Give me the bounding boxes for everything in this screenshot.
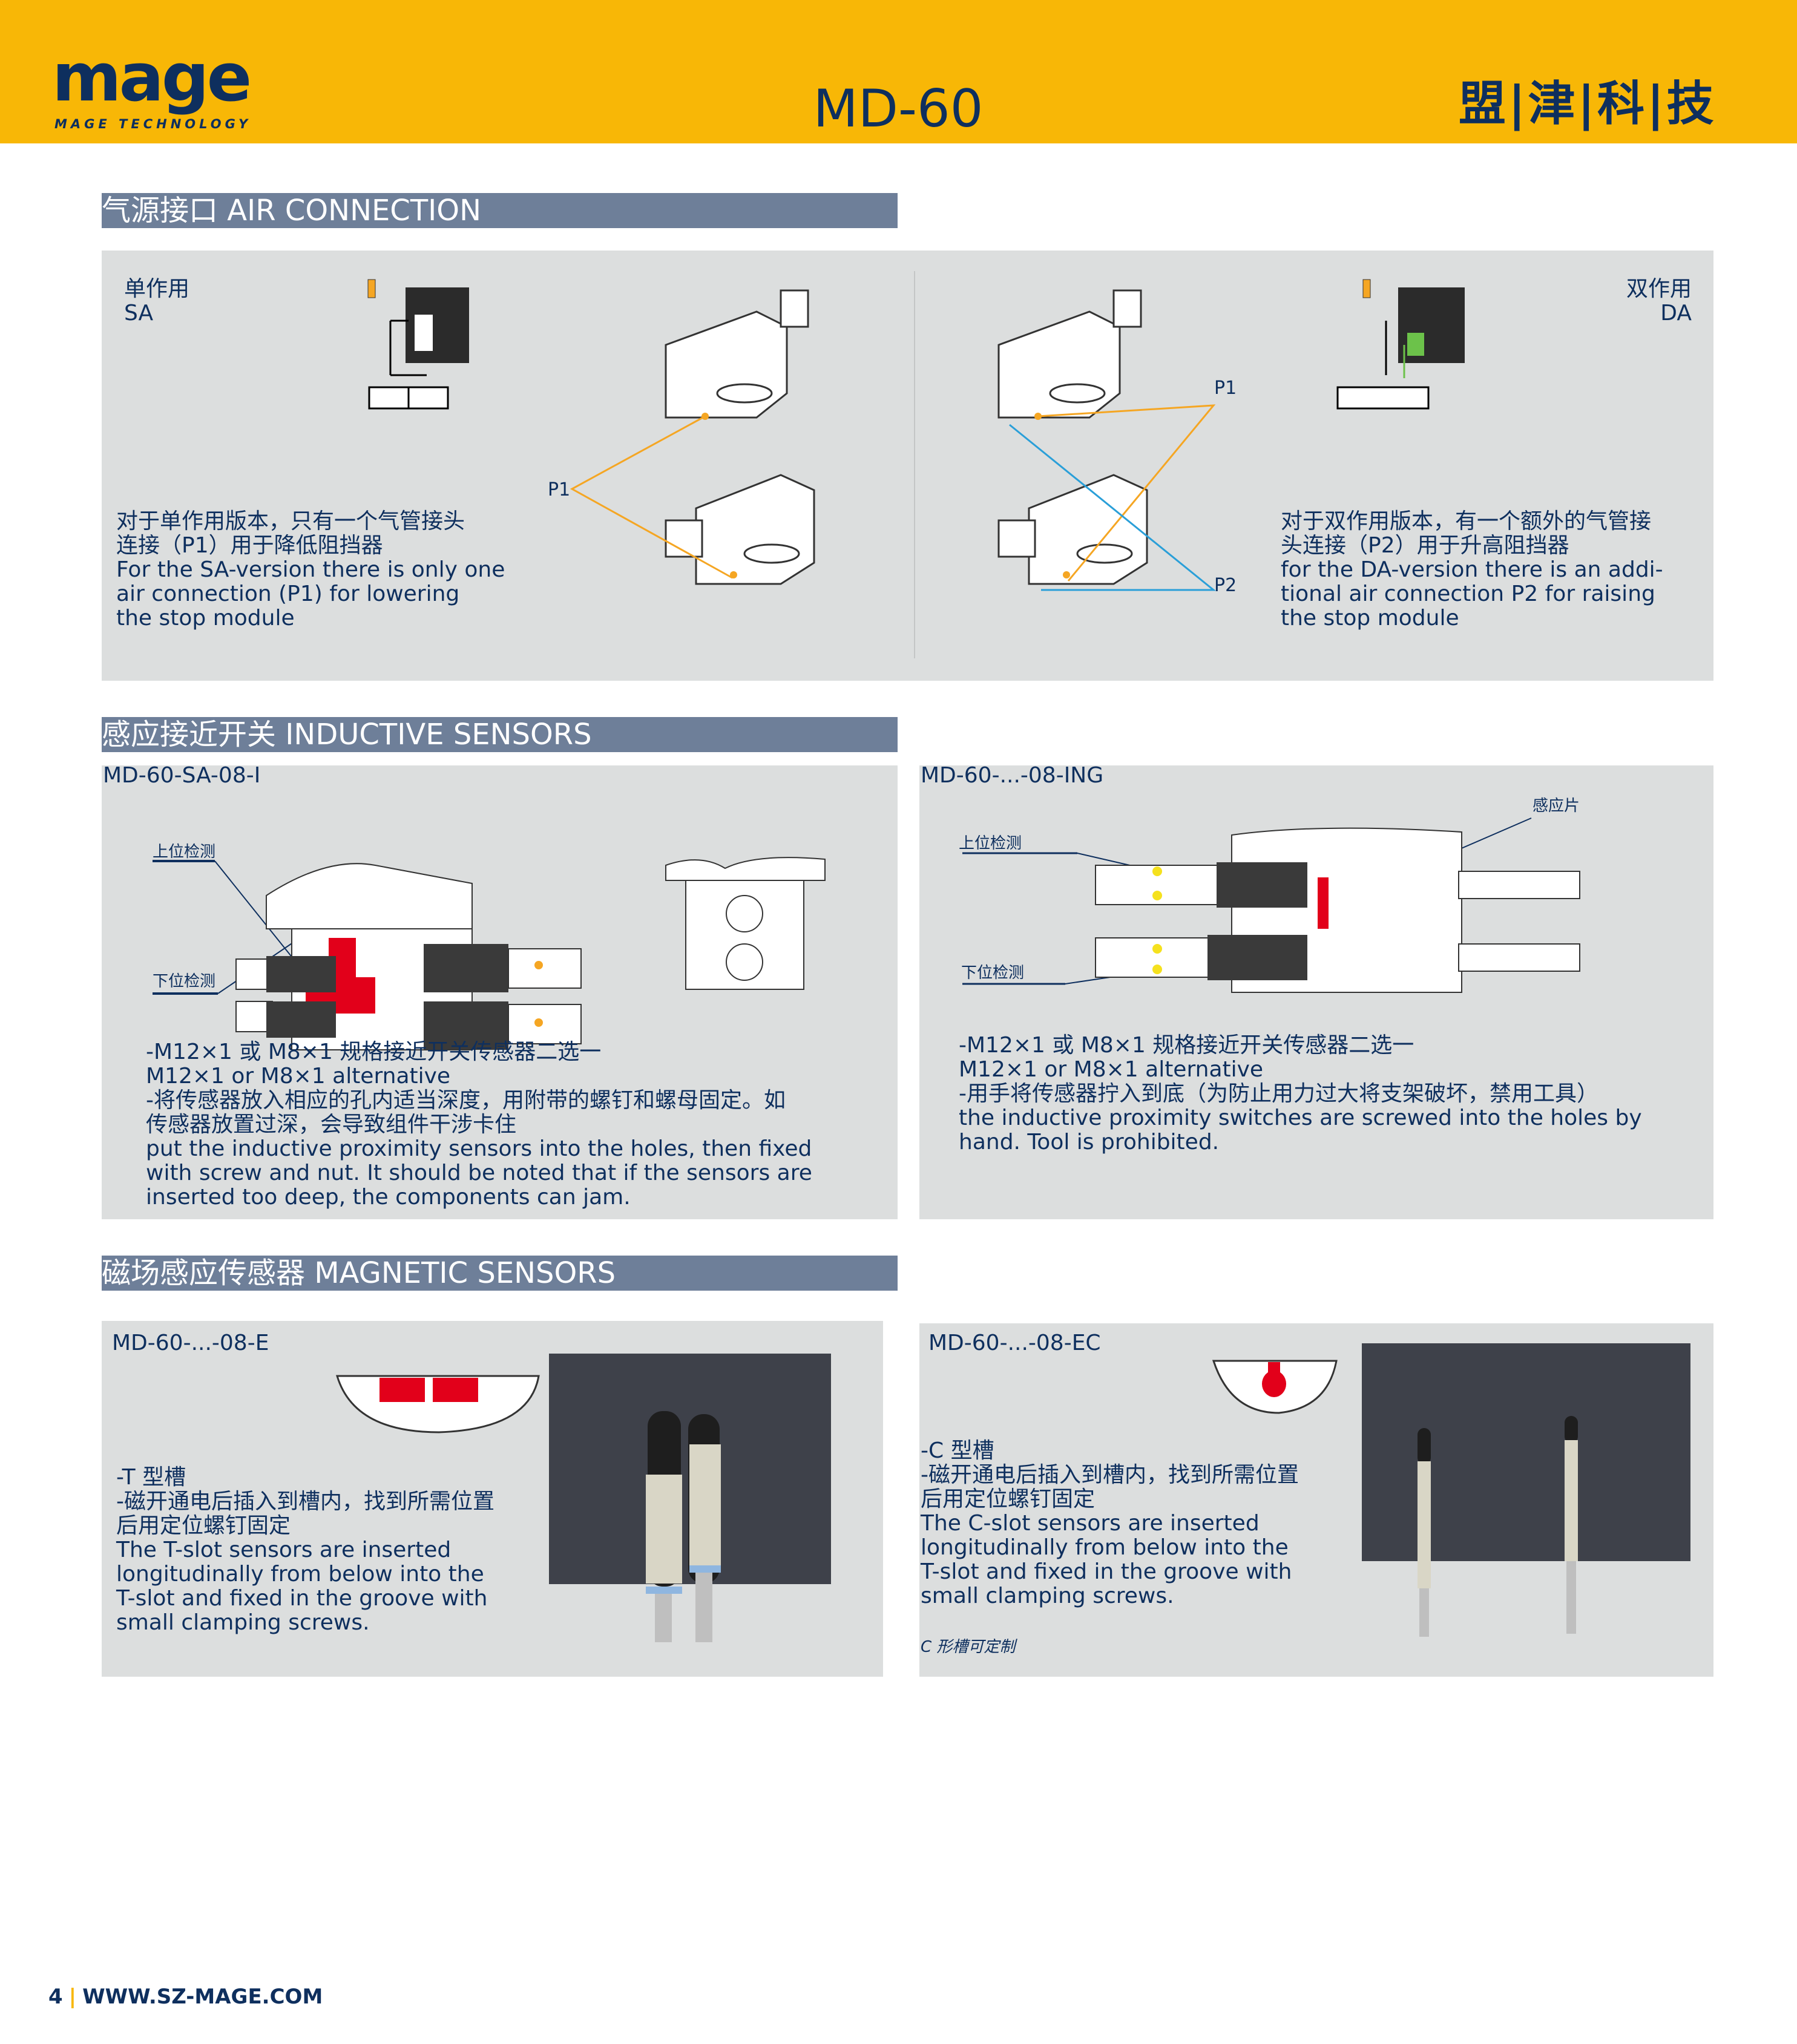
text-line: T-slot and fixed in the groove with bbox=[921, 1559, 1292, 1584]
sa-p1-leader-lines bbox=[570, 415, 733, 579]
logo-subtitle: MAGE TECHNOLOGY bbox=[54, 117, 252, 131]
text-line: hand. Tool is prohibited. bbox=[959, 1130, 1220, 1155]
port-label-p1: P1 bbox=[548, 479, 571, 500]
lower-detection-label: 下位检测 bbox=[153, 972, 216, 991]
text-line: M12×1 or M8×1 alternative bbox=[146, 1064, 451, 1089]
c-slot-custom-note: C 形槽可定制 bbox=[921, 1638, 1016, 1656]
text-line: -M12×1 或 M8×1 规格接近开关传感器二选一 bbox=[146, 1040, 602, 1064]
model-label: MD-60-...-08-E bbox=[112, 1331, 269, 1355]
text-line: inserted too deep, the components can ja… bbox=[146, 1185, 631, 1210]
text-line: small clamping screws. bbox=[116, 1610, 370, 1635]
text-line: -磁开通电后插入到槽内，找到所需位置 bbox=[921, 1463, 1299, 1487]
text-line: for the DA-version there is an addi- bbox=[1281, 557, 1663, 582]
footer-divider: | bbox=[68, 1985, 77, 2009]
text-line: 头连接（P2）用于升高阻挡器 bbox=[1281, 533, 1569, 558]
c-slot-profile-drawing bbox=[1212, 1360, 1338, 1414]
inductive-left-description: -M12×1 或 M8×1 规格接近开关传感器二选一 M12×1 or M8×1… bbox=[146, 1040, 812, 1210]
page-title: MD-60 bbox=[813, 79, 984, 139]
model-label: MD-60-SA-08-I bbox=[103, 763, 261, 788]
da-port-leader-lines bbox=[1009, 404, 1217, 591]
text-line: 传感器放置过深，会导致组件干涉卡住 bbox=[146, 1112, 517, 1137]
text-line: -用手将传感器拧入到底（为防止用力过大将支架破坏，禁用工具） bbox=[959, 1081, 1598, 1106]
da-label-en: DA bbox=[1660, 301, 1692, 326]
text-line: -T 型槽 bbox=[116, 1465, 186, 1490]
text-line: 后用定位螺钉固定 bbox=[116, 1513, 291, 1538]
sa-label-cn: 单作用 bbox=[124, 277, 190, 301]
website-link[interactable]: WWW.SZ-MAGE.COM bbox=[82, 1985, 323, 2009]
inductive-right-description: -M12×1 或 M8×1 规格接近开关传感器二选一 M12×1 or M8×1… bbox=[959, 1033, 1642, 1155]
text-line: -磁开通电后插入到槽内，找到所需位置 bbox=[116, 1489, 494, 1514]
section-heading-inductive-sensors: 感应接近开关 INDUCTIVE SENSORS bbox=[102, 717, 898, 752]
text-line: small clamping screws. bbox=[921, 1584, 1174, 1608]
lower-detection-label: 下位检测 bbox=[961, 964, 1025, 982]
port-label-p1: P1 bbox=[1214, 378, 1237, 399]
sa-stop-module-drawing bbox=[665, 289, 815, 585]
inductive-sa-front-view bbox=[665, 857, 826, 990]
text-line: 对于单作用版本，只有一个气管接头 bbox=[116, 509, 465, 534]
sensing-plate-label: 感应片 bbox=[1533, 797, 1580, 815]
text-line: longitudinally from below into the bbox=[116, 1562, 484, 1587]
divider bbox=[914, 271, 915, 658]
section-heading-air-connection: 气源接口 AIR CONNECTION bbox=[102, 193, 898, 228]
t-slot-profile-drawing bbox=[335, 1375, 540, 1433]
upper-detection-label: 上位检测 bbox=[959, 834, 1022, 853]
da-stop-module-drawing bbox=[997, 289, 1148, 585]
t-slot-sensor-photo bbox=[549, 1354, 831, 1642]
text-line: The C-slot sensors are inserted bbox=[921, 1511, 1260, 1536]
text-line: M12×1 or M8×1 alternative bbox=[959, 1057, 1264, 1082]
magnetic-right-description: -C 型槽 -磁开通电后插入到槽内，找到所需位置 后用定位螺钉固定 The C-… bbox=[921, 1439, 1299, 1608]
da-description: 对于双作用版本，有一个额外的气管接 头连接（P2）用于升高阻挡器 for the… bbox=[1281, 509, 1663, 631]
text-line: -M12×1 或 M8×1 规格接近开关传感器二选一 bbox=[959, 1033, 1414, 1058]
logo: mage bbox=[52, 39, 252, 116]
text-line: air connection (P1) for lowering bbox=[116, 581, 460, 606]
text-line: the stop module bbox=[116, 606, 295, 631]
text-line: tional air connection P2 for raising bbox=[1281, 581, 1655, 606]
sa-pneumatic-schematic bbox=[367, 279, 469, 410]
upper-detection-label: 上位检测 bbox=[153, 843, 216, 861]
page-number: 4 bbox=[48, 1985, 63, 2009]
text-line: with screw and nut. It should be noted t… bbox=[146, 1161, 812, 1185]
text-line: the stop module bbox=[1281, 606, 1459, 631]
text-line: longitudinally from below into the bbox=[921, 1535, 1289, 1560]
c-slot-sensor-photo bbox=[1362, 1343, 1690, 1637]
inductive-sa-sectional-drawing bbox=[153, 860, 582, 1050]
model-label: MD-60-...-08-EC bbox=[928, 1331, 1101, 1355]
port-label-p2: P2 bbox=[1214, 575, 1237, 596]
inductive-ing-sectional-drawing bbox=[962, 817, 1580, 993]
text-line: T-slot and fixed in the groove with bbox=[116, 1586, 488, 1611]
da-pneumatic-schematic bbox=[1336, 279, 1465, 410]
text-line: -C 型槽 bbox=[921, 1438, 994, 1463]
header-band bbox=[0, 0, 1797, 143]
model-label: MD-60-...-08-ING bbox=[921, 763, 1104, 788]
da-label-cn: 双作用 bbox=[1626, 277, 1692, 301]
magnetic-left-description: -T 型槽 -磁开通电后插入到槽内，找到所需位置 后用定位螺钉固定 The T-… bbox=[116, 1466, 494, 1635]
text-line: put the inductive proximity sensors into… bbox=[146, 1136, 812, 1161]
section-heading-magnetic-sensors: 磁场感应传感器 MAGNETIC SENSORS bbox=[102, 1256, 898, 1291]
text-line: 连接（P1）用于降低阻挡器 bbox=[116, 533, 383, 558]
sa-description: 对于单作用版本，只有一个气管接头 连接（P1）用于降低阻挡器 For the S… bbox=[116, 509, 505, 631]
text-line: The T-slot sensors are inserted bbox=[116, 1538, 452, 1562]
text-line: 对于双作用版本，有一个额外的气管接 bbox=[1281, 509, 1652, 534]
footer: 4|WWW.SZ-MAGE.COM bbox=[48, 1985, 323, 2009]
sa-label-en: SA bbox=[124, 301, 154, 326]
text-line: the inductive proximity switches are scr… bbox=[959, 1106, 1642, 1130]
brand-name: 盟|津|科|技 bbox=[1459, 77, 1717, 131]
text-line: For the SA-version there is only one bbox=[116, 557, 505, 582]
text-line: -将传感器放入相应的孔内适当深度，用附带的螺钉和螺母固定。如 bbox=[146, 1088, 786, 1113]
text-line: 后用定位螺钉固定 bbox=[921, 1487, 1096, 1512]
